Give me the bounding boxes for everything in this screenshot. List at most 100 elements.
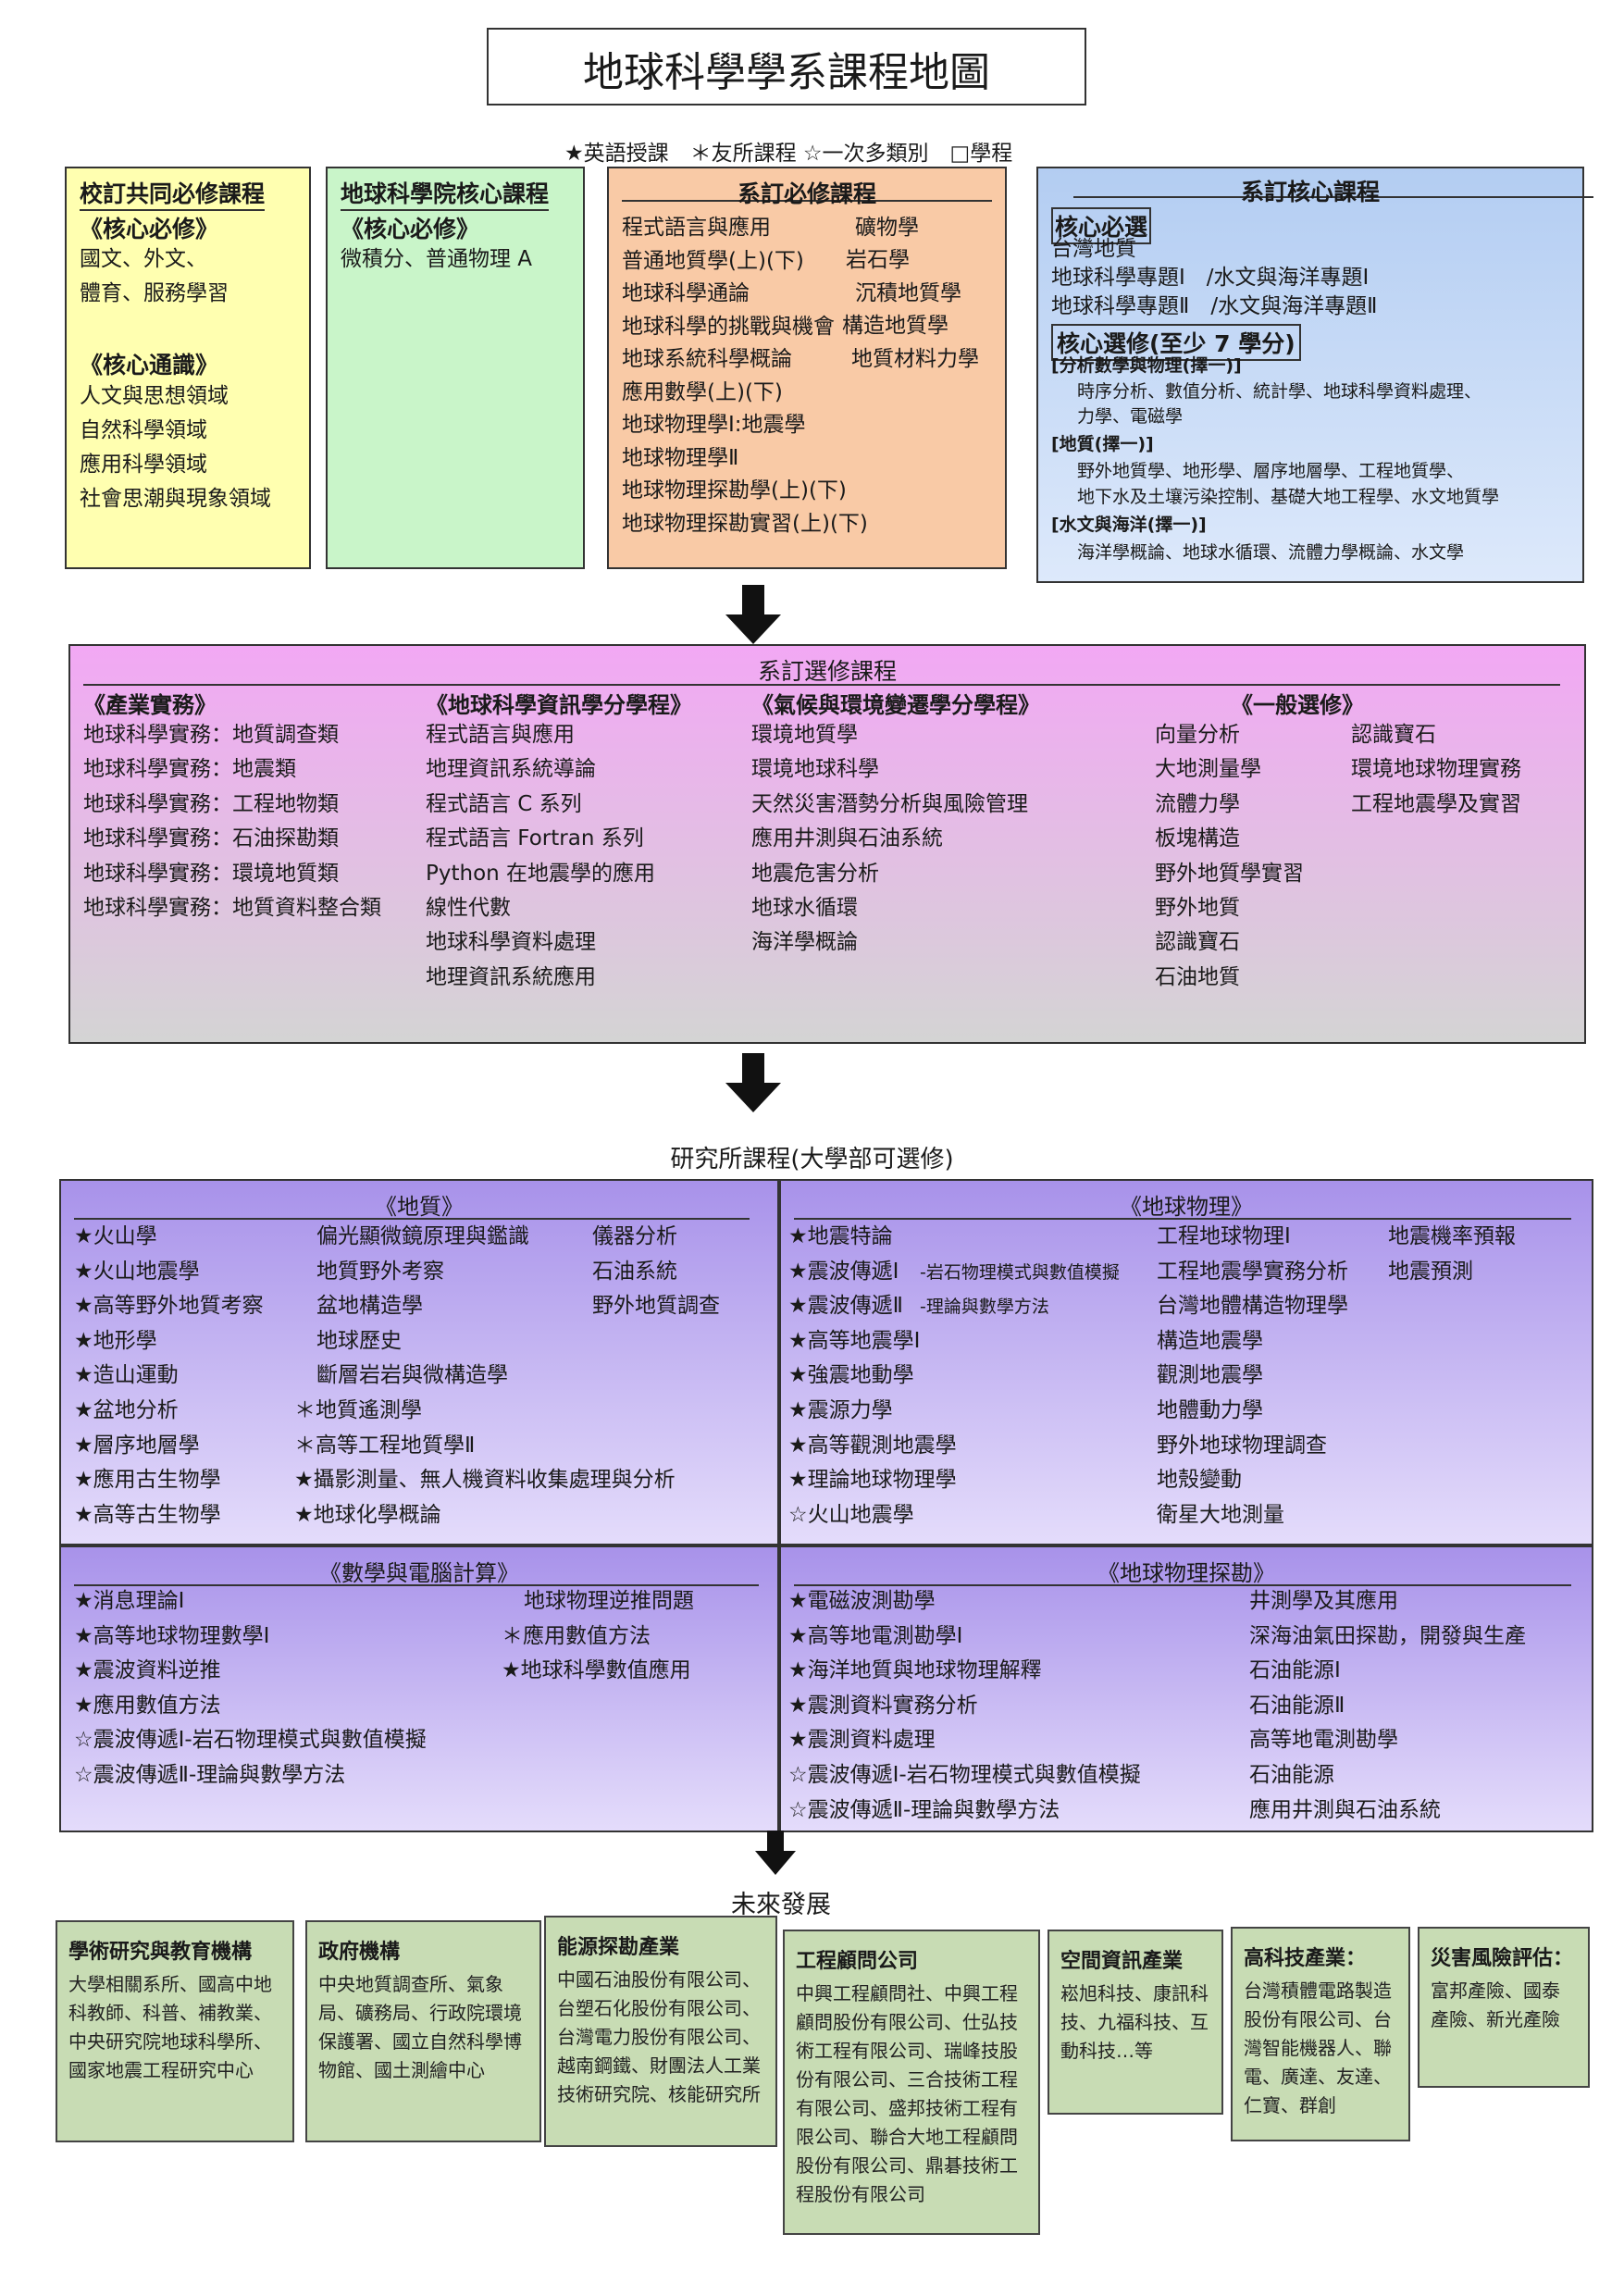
dept-req-title: 系訂必修課程 — [737, 180, 876, 207]
grad-course: ★地形學 — [74, 1328, 157, 1353]
grad-course: 地球物理逆推問題 — [524, 1589, 694, 1613]
dept-req-course: 應用數學(上)(下) — [622, 379, 783, 404]
school-line-2: 體育、服務學習 — [80, 281, 229, 305]
grad-course: 盆地構造學 — [316, 1294, 423, 1319]
grad-course: 觀測地震學 — [1157, 1363, 1263, 1388]
future-box-body: 台灣積體電路製造股份有限公司、台灣智能機器人、聯電、廣達、友達、仁寶、群創 — [1244, 1980, 1392, 2116]
future-box-title: 能源探勘產業 — [557, 1936, 680, 1959]
dept-core-underline — [1073, 196, 1593, 198]
future-box: 高科技產業：台灣積體電路製造股份有限公司、台灣智能機器人、聯電、廣達、友達、仁寶… — [1231, 1927, 1410, 2141]
elective-course: 地球水循環 — [751, 896, 858, 920]
school-title: 校訂共同必修課程 — [80, 176, 266, 211]
grad-course: ☆震波傳遞Ⅰ-岩石物理模式與數值模擬 — [788, 1763, 1141, 1787]
future-box-body: 中國石油股份有限公司、台塑石化股份有限公司、台灣電力股份有限公司、越南鋼鐵、財團… — [557, 1968, 761, 2105]
geology-box — [59, 1179, 779, 1545]
grad-course: 地體動力學 — [1157, 1398, 1263, 1422]
explor-box — [779, 1545, 1593, 1832]
elective-course: 認識寶石 — [1351, 723, 1436, 747]
legend: ★英語授課 ＊友所課程 ☆一次多類別 □學程 — [564, 142, 1013, 166]
dept-core-g3-line-1: 海洋學概論、地球水循環、流體力學概論、水文學 — [1077, 542, 1465, 563]
elective-course: 地球科學實務：地質調查類 — [83, 723, 339, 747]
dept-core-title: 系訂核心課程 — [1240, 179, 1380, 205]
elective-course: 地球科學實務：地質資料整合類 — [83, 896, 381, 920]
grad-course: ★高等觀測地震學 — [788, 1433, 957, 1458]
college-line: 微積分、普通物理 A — [341, 247, 533, 271]
grad-course: ＊地質遙測學 — [294, 1398, 422, 1422]
grad-course: ★層序地層學 — [74, 1433, 200, 1458]
future-box: 能源探勘產業中國石油股份有限公司、台塑石化股份有限公司、台灣電力股份有限公司、越… — [544, 1916, 777, 2147]
grad-course: ★高等野外地質考察 — [74, 1294, 264, 1319]
elective-course: 海洋學概論 — [751, 930, 858, 955]
dept-req-course: 普通地質學(上)(下) — [622, 248, 804, 273]
elective-course: 大地測量學 — [1155, 757, 1261, 782]
dept-req-course: 礦物學 — [855, 216, 919, 240]
grad-course: 石油系統 — [592, 1259, 677, 1284]
elective-course: 地震危害分析 — [751, 861, 879, 886]
grad-course: 衛星大地測量 — [1157, 1502, 1284, 1527]
elective-underline — [83, 684, 1560, 686]
geophys-head: 《地球物理》 — [1120, 1194, 1253, 1220]
explor-head: 《地球物理探勘》 — [1097, 1560, 1275, 1586]
dept-req-underline — [622, 200, 992, 202]
grad-course: 深海油氣田探勘，開發與生產 — [1249, 1623, 1526, 1648]
grad-course: ★火山地震學 — [74, 1259, 200, 1284]
dept-core-box — [1036, 167, 1584, 583]
elective-course: 工程地震學及實習 — [1351, 791, 1521, 816]
grad-course: ★地震特論 — [788, 1224, 893, 1248]
geophys-box — [779, 1179, 1593, 1545]
dept-core-g1-line-2: 力學、電磁學 — [1077, 406, 1184, 427]
future-box-body: 崧旭科技、康訊科技、九福科技、互動科技…等 — [1060, 1982, 1209, 2062]
future-box-body: 中央地質調查所、氣象局、礦務局、行政院環境保護署、國立自然科學博物館、國土測繪中… — [318, 1973, 522, 2081]
dept-core-g2-title: [地質(擇一)] — [1051, 434, 1154, 454]
grad-course: ★盆地分析 — [74, 1398, 179, 1422]
grad-course: 地震預測 — [1388, 1259, 1473, 1284]
elective-course: 地球科學實務：工程地物類 — [83, 791, 339, 816]
grad-course: ★地球科學數值應用 — [502, 1658, 691, 1683]
grad-course: 地殼變動 — [1157, 1468, 1242, 1493]
grad-course: 地震機率預報 — [1388, 1224, 1516, 1248]
elective-course: 應用井測與石油系統 — [751, 826, 943, 851]
page-title: 地球科學學系課程地圖 — [583, 49, 990, 96]
school-line-5: 應用科學領域 — [80, 453, 207, 477]
elective-col-head: 《產業實務》 — [83, 692, 217, 718]
elective-course: 程式語言 C 系列 — [426, 791, 582, 816]
college-box — [326, 167, 585, 569]
dept-core-elec-title: 核心選修(至少 7 學分) — [1051, 324, 1301, 361]
grad-course: ★電磁波測勘學 — [788, 1589, 936, 1613]
dept-core-sel-2: 地球科學專題Ⅰ /水文與海洋專題Ⅰ — [1051, 266, 1370, 290]
grad-course: 野外地質調查 — [592, 1294, 720, 1319]
grad-course: 應用井測與石油系統 — [1249, 1797, 1441, 1822]
elective-course: 地理資訊系統應用 — [426, 964, 596, 989]
future-box-title: 學術研究與教育機構 — [68, 1941, 253, 1964]
school-line-4: 自然科學領域 — [80, 418, 207, 442]
elective-course: 野外地質學實習 — [1155, 861, 1304, 886]
dept-req-course: 地球物理學Ⅰ:地震學 — [622, 413, 806, 437]
college-title: 地球科學院核心課程 — [341, 176, 550, 211]
future-box-body: 大學相關系所、國高中地科教師、科普、補教業、中央研究院地球科學所、國家地震工程研… — [68, 1973, 272, 2081]
school-box — [65, 167, 311, 569]
grad-course: ☆震波傳遞Ⅱ-理論與數學方法 — [74, 1763, 346, 1787]
grad-course: ★高等地電測勘學Ⅰ — [788, 1623, 963, 1648]
grad-course: ☆震波傳遞Ⅰ-岩石物理模式與數值模擬 — [74, 1728, 427, 1753]
dept-req-course: 地球系統科學概論 — [622, 347, 792, 371]
grad-course: 台灣地體構造物理學 — [1157, 1294, 1348, 1319]
elective-col-head: 《地球科學資訊學分學程》 — [426, 692, 692, 718]
elective-course: 板塊構造 — [1155, 826, 1240, 851]
grad-course: 地質野外考察 — [316, 1259, 444, 1284]
dept-req-course: 程式語言與應用 — [622, 216, 771, 240]
grad-course: ★攝影測量、無人機資料收集處理與分析 — [294, 1468, 676, 1493]
grad-course: 野外地球物理調查 — [1157, 1433, 1327, 1458]
elective-col-head: 《氣候與環境變遷學分學程》 — [751, 692, 1040, 718]
grad-course: ＊高等工程地質學Ⅱ — [294, 1433, 476, 1458]
grad-course: ☆震波傳遞Ⅱ-理論與數學方法 — [788, 1797, 1060, 1822]
grad-course: ★震測資料處理 — [788, 1728, 936, 1753]
future-box: 學術研究與教育機構大學相關系所、國高中地科教師、科普、補教業、中央研究院地球科學… — [56, 1920, 294, 2142]
dept-core-sel-1: 台灣地質 — [1051, 237, 1136, 261]
grad-course: ★震波傳遞Ⅰ — [788, 1259, 899, 1284]
future-box-body: 富邦產險、國泰產險、新光產險 — [1431, 1980, 1560, 2030]
elective-course: 程式語言與應用 — [426, 723, 575, 747]
elective-course: 線性代數 — [426, 896, 511, 920]
elective-title: 系訂選修課程 — [757, 658, 897, 685]
school-line-3: 人文與思想領域 — [80, 384, 229, 408]
future-box-title: 災害風險評估： — [1431, 1947, 1574, 1970]
